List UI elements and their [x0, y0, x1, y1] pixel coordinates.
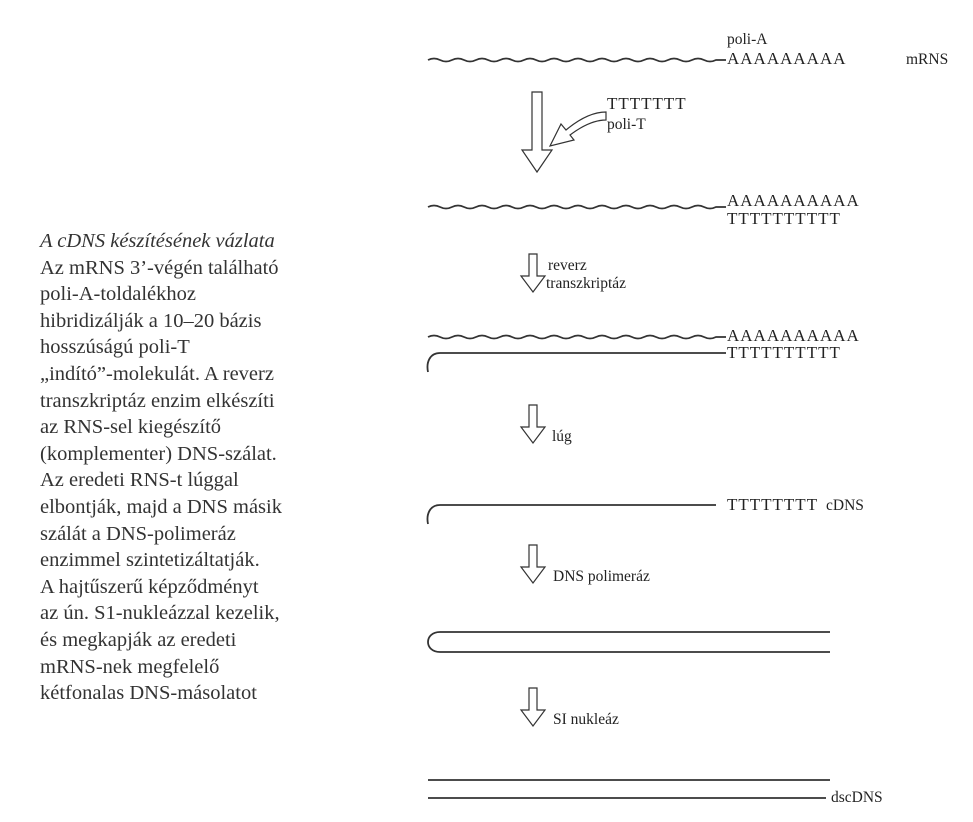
caption-line: az RNS-sel kiegészítő: [40, 416, 222, 439]
rt-t-sequence: TTTTTTTTTT: [727, 343, 841, 362]
caption-line: enzimmel szintetizáltatják.: [40, 549, 260, 572]
dscdna-label: dscDNS: [831, 789, 883, 806]
step-lug: lúg: [552, 428, 572, 445]
polyt-sequence: TTTTTTT: [607, 94, 687, 113]
hybrid-t-sequence: TTTTTTTTTT: [727, 209, 841, 228]
step-reverse-line-1: reverz: [548, 257, 587, 274]
polyt-label: poli-T: [607, 116, 646, 133]
hybrid-a-sequence: AAAAAAAAAA: [727, 191, 860, 210]
caption-line: poli-A-toldalékhoz: [40, 283, 196, 306]
caption-line: és megkapják az eredeti: [40, 628, 237, 651]
caption-line: az ún. S1-nukleázzal kezelik,: [40, 602, 280, 625]
mrna-strand: [427, 57, 726, 63]
caption: A cDNS készítésének vázlata Az mRNS 3’-v…: [40, 228, 370, 707]
caption-line: szálát a DNS-polimeráz: [40, 522, 236, 545]
cdna-t-sequence: TTTTTTTT: [727, 495, 818, 514]
cdna-strand: [426, 504, 716, 525]
cdna-label: cDNS: [826, 497, 864, 514]
mrna-label: mRNS: [906, 51, 948, 68]
caption-body: Az mRNS 3’-végén található poli-A-toldalé…: [40, 255, 370, 707]
caption-line: Az mRNS 3’-végén található: [40, 256, 279, 279]
caption-line: transzkriptáz enzim elkészíti: [40, 389, 275, 412]
mrna-rt-strand: [427, 334, 726, 340]
caption-line: mRNS-nek megfelelő: [40, 655, 220, 678]
alkali-arrow: [520, 404, 546, 444]
caption-line: hosszúságú poli-T: [40, 336, 190, 359]
mrna-hybrid-strand: [427, 204, 726, 210]
caption-line: kétfonalas DNS-másolatot: [40, 682, 257, 705]
rt-a-sequence: AAAAAAAAAA: [727, 326, 860, 345]
step-nuclease: SI nukleáz: [553, 711, 619, 728]
hairpin-dna: [427, 631, 830, 653]
caption-line: A hajtűszerű képződményt: [40, 575, 259, 598]
caption-line: Az eredeti RNS-t lúggal: [40, 469, 239, 492]
hybridization-arrow: [520, 91, 554, 174]
caption-line: hibridizálják a 10–20 bázis: [40, 309, 262, 332]
polymerase-arrow: [520, 544, 546, 584]
step-reverse-line-2: transzkriptáz: [546, 275, 626, 292]
caption-title: A cDNS készítésének vázlata: [40, 230, 275, 252]
step-polymerase: DNS polimeráz: [553, 568, 650, 585]
primer-curved-arrow: [548, 111, 607, 147]
nuclease-arrow: [520, 687, 546, 727]
polya-label: poli-A: [727, 31, 768, 48]
caption-line: elbontják, majd a DNS másik: [40, 495, 282, 518]
caption-line: (komplementer) DNS-szálat.: [40, 442, 277, 465]
polya-sequence: AAAAAAAAA: [727, 49, 847, 68]
caption-line: „indító”-molekulát. A reverz: [40, 362, 274, 385]
first-dna-strand: [426, 352, 726, 373]
reverse-transcriptase-arrow: [520, 253, 546, 293]
